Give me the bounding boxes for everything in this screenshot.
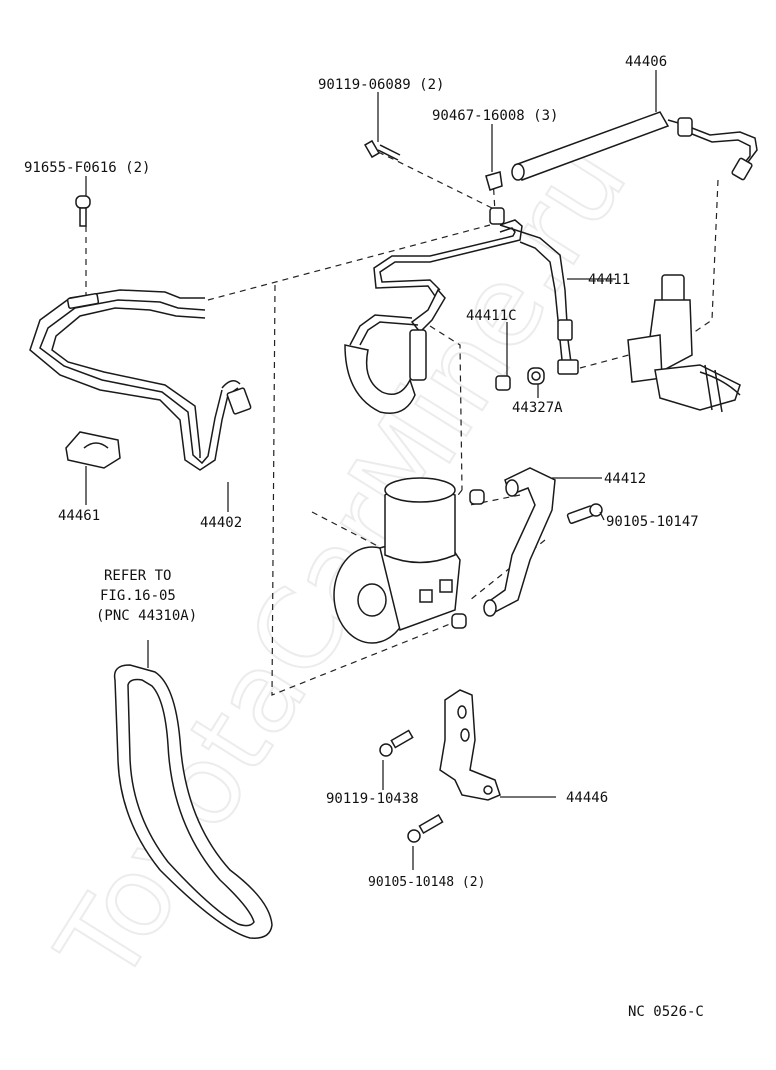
union-fittings	[364, 139, 545, 391]
label-44446: 44446	[566, 790, 608, 806]
vane-pump-assembly	[333, 467, 603, 644]
label-90105-10148: 90105-10148 (2)	[368, 875, 485, 890]
label-90119-10438: 90119-10438	[326, 791, 419, 807]
return-pipe-44402	[29, 195, 252, 471]
v-belt	[113, 664, 273, 939]
drawing-code: NC 0526-C	[628, 1004, 704, 1020]
return-hose-44406	[511, 111, 758, 181]
bracket-44446	[439, 689, 501, 801]
clamp-44461	[65, 431, 121, 469]
label-90119-06089: 90119-06089 (2)	[318, 77, 444, 93]
label-90105-10147: 90105-10147	[606, 514, 699, 530]
bolts-lower	[379, 729, 444, 843]
label-44406: 44406	[625, 54, 667, 70]
pressure-tube-44411	[344, 207, 579, 414]
refer-note-line-1: REFER TO	[104, 568, 171, 584]
label-44411c: 44411C	[466, 308, 517, 324]
label-90467-16008: 90467-16008 (3)	[432, 108, 558, 124]
refer-note-line-2: FIG.16-05	[100, 588, 176, 604]
label-91655-f0616: 91655-F0616 (2)	[24, 160, 150, 176]
steering-gear-housing	[627, 274, 741, 413]
label-44461: 44461	[58, 508, 100, 524]
label-44327a: 44327A	[512, 400, 563, 416]
label-44411: 44411	[588, 272, 630, 288]
refer-note-line-3: (PNC 44310A)	[96, 608, 197, 624]
leader-lines	[85, 70, 657, 870]
label-44412: 44412	[604, 471, 646, 487]
label-44402: 44402	[200, 515, 242, 531]
